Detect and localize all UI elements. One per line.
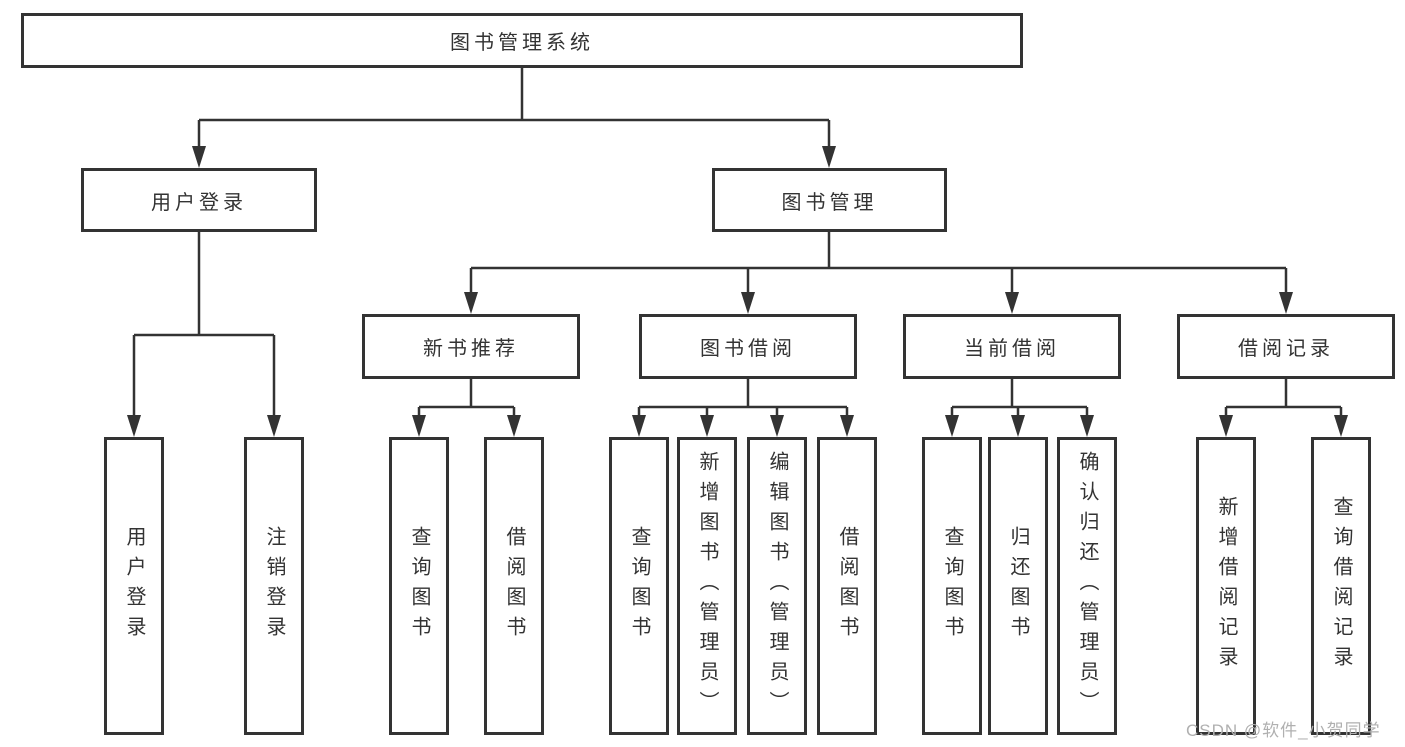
node-borrow-books-action: 借阅图书	[817, 437, 877, 735]
node-add-book-admin: 新增图书（管理员）	[677, 437, 737, 735]
node-book-management: 图书管理	[712, 168, 947, 232]
node-return-book: 归还图书	[988, 437, 1048, 735]
node-borrow-books-recommend: 借阅图书	[484, 437, 544, 735]
node-edit-book-admin: 编辑图书（管理员）	[747, 437, 807, 735]
node-library-system: 图书管理系统	[21, 13, 1023, 68]
node-add-borrow-record: 新增借阅记录	[1196, 437, 1256, 735]
node-current-borrow: 当前借阅	[903, 314, 1121, 379]
node-query-borrow-record: 查询借阅记录	[1311, 437, 1371, 735]
node-borrow-records: 借阅记录	[1177, 314, 1395, 379]
node-query-books-current: 查询图书	[922, 437, 982, 735]
node-book-borrow: 图书借阅	[639, 314, 857, 379]
node-user-login-action: 用户登录	[104, 437, 164, 735]
node-confirm-return-admin: 确认归还（管理员）	[1057, 437, 1117, 735]
node-user-login: 用户登录	[81, 168, 317, 232]
arrowheads	[127, 146, 1348, 437]
node-query-books-borrow: 查询图书	[609, 437, 669, 735]
csdn-watermark: CSDN @软件_小贺同学	[1186, 721, 1381, 740]
node-query-books-recommend: 查询图书	[389, 437, 449, 735]
node-new-book-recommend: 新书推荐	[362, 314, 580, 379]
node-logout-action: 注销登录	[244, 437, 304, 735]
